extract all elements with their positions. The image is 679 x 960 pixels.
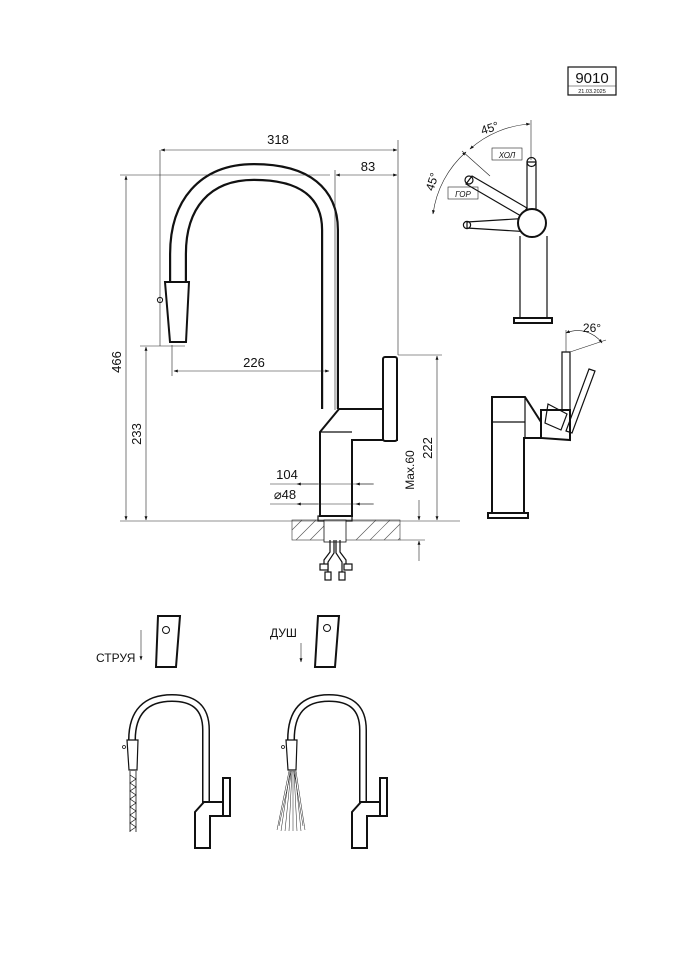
dim-offset-label: 83 — [361, 159, 375, 174]
title-block: 9010 21.03.2025 — [567, 66, 617, 96]
stream-label: СТРУЯ — [96, 651, 135, 665]
side-lever — [561, 351, 571, 411]
faucet-shower-mode — [276, 693, 388, 849]
lever-cold — [465, 175, 528, 217]
lever-handle — [382, 356, 398, 442]
faucet-body — [319, 408, 398, 517]
angle-cold-label: 45° — [479, 119, 501, 138]
water-spray — [276, 770, 306, 832]
spout-tube — [169, 162, 339, 409]
cold-label: ХОЛ — [498, 151, 516, 160]
front-view: 318 83 466 226 233 222 104 ⌀48 Max.60 — [109, 132, 460, 581]
dimensions-front — [120, 140, 460, 561]
revision-date: 21.03.2025 — [578, 89, 606, 95]
mode-stream: СТРУЯ — [96, 615, 182, 668]
side-lever-tilted — [565, 368, 596, 434]
supply-hoses — [319, 540, 353, 581]
pullout-head — [163, 281, 191, 343]
shower-button-icon — [313, 615, 341, 668]
side-view: 26° — [487, 321, 607, 519]
model-number: 9010 — [575, 70, 608, 87]
dimension-labels: 318 83 466 226 233 222 104 ⌀48 Max.60 — [109, 132, 435, 502]
stream-button-icon — [154, 615, 182, 668]
dim-width-label: 318 — [267, 132, 289, 147]
mode-shower: ДУШ — [270, 615, 341, 668]
shower-label: ДУШ — [270, 626, 297, 640]
dim-spout-height-label: 233 — [129, 423, 144, 445]
handle-cap — [517, 208, 547, 238]
angle-guides — [432, 120, 532, 215]
dim-body-height-label: 222 — [420, 437, 435, 459]
dim-base-length-label: 104 — [276, 467, 298, 482]
dim-total-height-label: 466 — [109, 351, 124, 373]
water-stream — [129, 771, 137, 832]
angle-hot-label: 45° — [423, 171, 442, 193]
top-view: 45° 45° ХОЛ ГОР — [423, 119, 553, 324]
dim-reach-label: 226 — [243, 355, 265, 370]
hot-label: ГОР — [455, 190, 471, 199]
dim-diameter-label: ⌀48 — [274, 487, 296, 502]
lever-angle-label: 26° — [583, 321, 601, 335]
faucet-stream-mode — [122, 693, 231, 849]
dim-max-deck-label: Max.60 — [403, 450, 417, 490]
lever-center — [526, 161, 537, 222]
counter-section — [291, 515, 401, 543]
